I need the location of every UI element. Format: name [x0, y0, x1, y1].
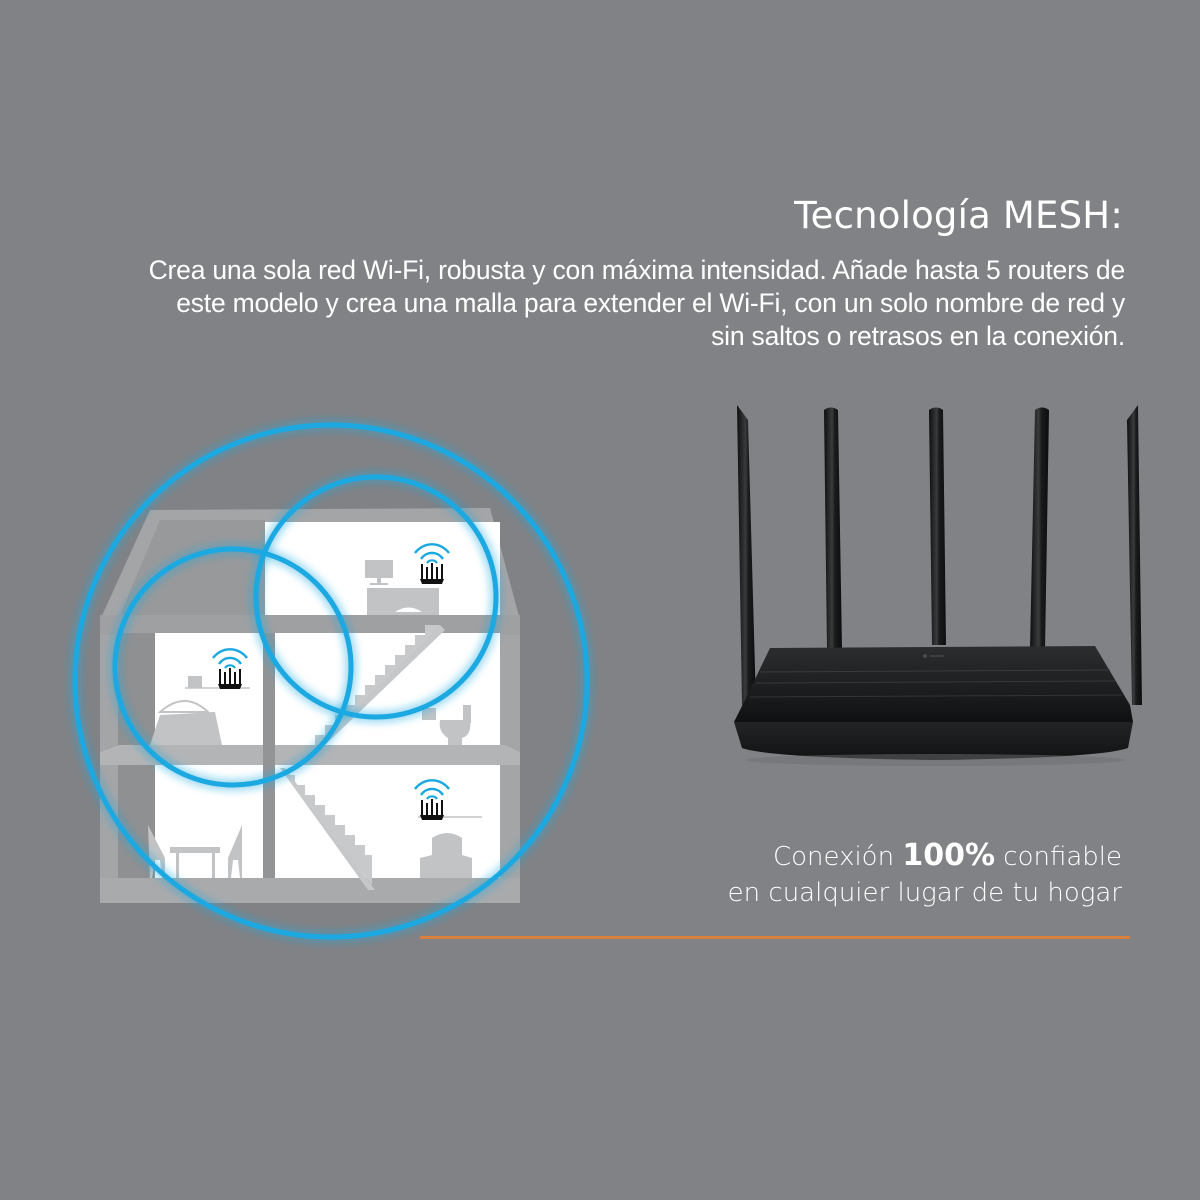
page-title: Tecnología MESH:	[794, 194, 1123, 237]
coverage-rings	[72, 422, 590, 940]
tagline: Conexión 100% confiable en cualquier lug…	[728, 838, 1122, 911]
mesh-house-illustration	[72, 422, 590, 940]
coverage-ring-left	[112, 546, 354, 788]
tagline-line-1: Conexión 100% confiable	[728, 838, 1122, 875]
description-line-1: Crea una sola red Wi-Fi, robusta y con m…	[148, 255, 1126, 285]
description-line-3: sin saltos o retrasos en la conexión.	[711, 321, 1125, 351]
accent-divider	[420, 936, 1130, 939]
description-line-2: este modelo y crea una malla para extend…	[176, 288, 1125, 318]
coverage-ring-right	[253, 474, 499, 720]
tagline-suffix: confiable	[995, 842, 1122, 872]
tagline-prefix: Conexión	[772, 842, 903, 872]
router-body	[734, 646, 1133, 766]
house-icon	[100, 508, 520, 903]
coverage-ring-large	[72, 422, 590, 940]
antenna-icon	[737, 405, 1142, 705]
description: Crea una sola red Wi-Fi, robusta y con m…	[45, 254, 1126, 353]
tagline-line-2: en cualquier lugar de tu hogar	[727, 878, 1122, 908]
tagline-highlight: 100%	[902, 838, 996, 873]
router-image	[734, 405, 1142, 766]
